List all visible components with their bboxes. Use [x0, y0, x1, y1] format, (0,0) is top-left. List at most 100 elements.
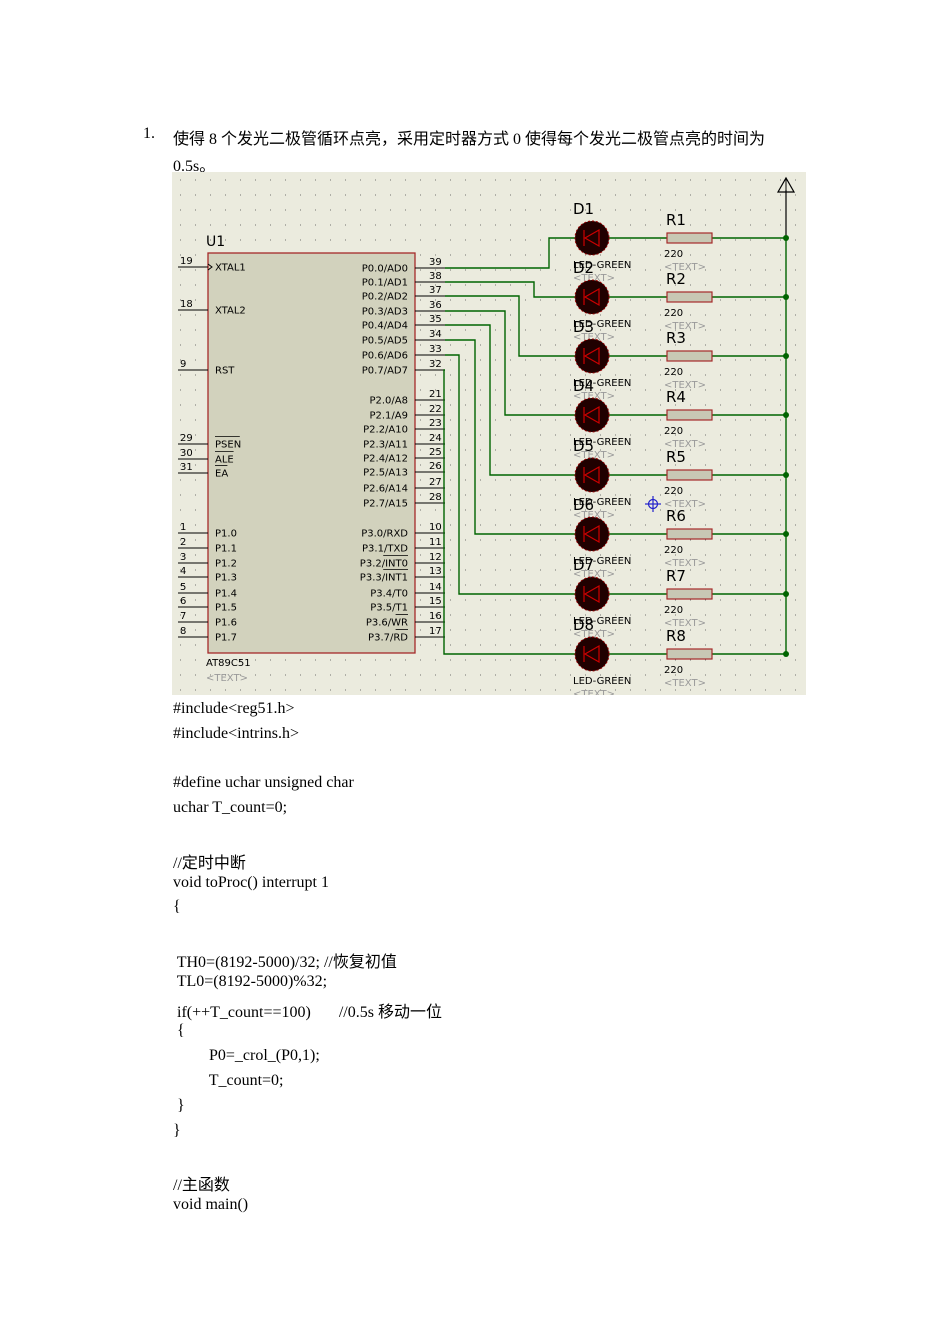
led-body: [574, 576, 610, 612]
pin-number: 13: [429, 566, 442, 577]
code-line: uchar T_count=0;: [173, 799, 288, 817]
code-line: TL0=(8192-5000)%32;: [173, 972, 328, 990]
led-type-label: LED-GREEN: [573, 676, 631, 687]
pin-name: P3.7/RD: [368, 633, 408, 644]
pin-number: 21: [429, 389, 442, 400]
pin-name: P0.0/AD0: [362, 264, 408, 275]
code-line: T_count=0;: [173, 1072, 284, 1089]
pin-number: 9: [180, 359, 186, 370]
led-text-label: <TEXT>: [573, 629, 615, 640]
resistor-value-label: 220: [664, 486, 683, 497]
led-wire: [445, 310, 575, 416]
led-text-label: <TEXT>: [573, 391, 615, 402]
pin-number: 35: [429, 314, 442, 325]
pin-number: 32: [429, 359, 442, 370]
junction-dot: [783, 531, 789, 537]
code-line: void toProc() interrupt 1: [173, 873, 329, 891]
chip-ref-label: U1: [206, 234, 225, 250]
pin-number: 18: [180, 299, 193, 310]
led-diode-icon: [583, 405, 600, 425]
resistor-text-label: <TEXT>: [664, 439, 706, 450]
led-text-label: <TEXT>: [573, 569, 615, 580]
pin-name: P0.2/AD2: [362, 292, 408, 303]
question-number: 1.: [143, 125, 155, 142]
resistor-text-label: <TEXT>: [664, 380, 706, 391]
led-ref-label: D2: [573, 259, 594, 277]
pin-number: 7: [180, 611, 186, 622]
led-diode-icon: [583, 465, 600, 485]
led-type-label: LED-GREEN: [573, 616, 631, 627]
resistor-value-label: 220: [664, 308, 683, 319]
resistor-body: [666, 528, 713, 540]
pin-number: 23: [429, 418, 442, 429]
resistor-ref-label: R6: [666, 507, 686, 525]
led-diode-icon: [583, 346, 600, 366]
code-line: if(++T_count==100) //0.5s 移动一位: [173, 1003, 442, 1021]
resistor-text-label: <TEXT>: [664, 618, 706, 629]
pin-name: P2.4/A12: [363, 454, 408, 465]
pin-name: P2.0/A8: [369, 396, 408, 407]
pin-number: 15: [429, 596, 442, 607]
resistor-value-label: 220: [664, 665, 683, 676]
resistor-text-label: <TEXT>: [664, 499, 706, 510]
led-diode-icon: [583, 287, 600, 307]
led-body: [574, 397, 610, 433]
pin-number: 36: [429, 300, 442, 311]
pin-number: 10: [429, 522, 442, 533]
junction-dot: [783, 353, 789, 359]
led-body: [574, 457, 610, 493]
pin-name: P0.1/AD1: [362, 278, 408, 289]
junction-dot: [783, 235, 789, 241]
pin-name: P1.4: [215, 589, 237, 600]
pin-name: P0.5/AD5: [362, 336, 408, 347]
resistor-ref-label: R3: [666, 329, 686, 347]
pin-name: P3.0/RXD: [361, 529, 408, 540]
pin-name: P1.0: [215, 529, 237, 540]
code-line: }: [173, 1096, 185, 1114]
pin-name: P1.1: [215, 544, 237, 555]
pin-name: P3.4/T0: [370, 589, 408, 600]
pin-name: P2.1/A9: [369, 411, 408, 422]
led-type-label: LED-GREEN: [573, 378, 631, 389]
code-line: void main(): [173, 1196, 249, 1213]
pin-number: 2: [180, 537, 186, 548]
resistor-ref-label: R8: [666, 627, 686, 645]
led-body: [574, 516, 610, 552]
resistor-text-label: <TEXT>: [664, 558, 706, 569]
resistor-body: [666, 291, 713, 303]
junction-dot: [783, 294, 789, 300]
question-text-line1: 使得 8 个发光二极管循环点亮，采用定时器方式 0 使得每个发光二极管点亮的时间…: [173, 131, 766, 148]
pin-number: 5: [180, 582, 186, 593]
pin-number: 30: [180, 448, 193, 459]
led-text-label: <TEXT>: [573, 510, 615, 521]
resistor-value-label: 220: [664, 367, 683, 378]
pin-name: P1.7: [215, 633, 237, 644]
resistor-body: [666, 350, 713, 362]
clock-marker: [207, 263, 213, 271]
chip-body: [207, 252, 416, 654]
circuit-schematic: U1AT89C51<TEXT>19XTAL118XTAL29RST29PSEN3…: [172, 172, 806, 695]
pin-number: 28: [429, 492, 442, 503]
pin-number: 39: [429, 257, 442, 268]
pin-number: 3: [180, 552, 186, 563]
led-body: [574, 636, 610, 672]
led-body: [574, 338, 610, 374]
led-type-label: LED-GREEN: [573, 556, 631, 567]
led-ref-label: D4: [573, 377, 594, 395]
led-body: [574, 220, 610, 256]
resistor-text-label: <TEXT>: [664, 262, 706, 273]
resistor-text-label: <TEXT>: [664, 678, 706, 689]
led-diode-icon: [583, 524, 600, 544]
pin-name: EA: [215, 469, 228, 480]
code-line: {: [173, 1022, 185, 1040]
pin-name: XTAL1: [215, 263, 246, 274]
resistor-body: [666, 588, 713, 600]
pin-number: 8: [180, 626, 186, 637]
chip-name-label: AT89C51: [206, 658, 251, 669]
led-ref-label: D3: [573, 318, 594, 336]
pin-number: 22: [429, 404, 442, 415]
resistor-body: [666, 232, 713, 244]
resistor-ref-label: R7: [666, 567, 686, 585]
pin-name: P2.2/A10: [363, 425, 408, 436]
code-line: {: [173, 898, 181, 916]
